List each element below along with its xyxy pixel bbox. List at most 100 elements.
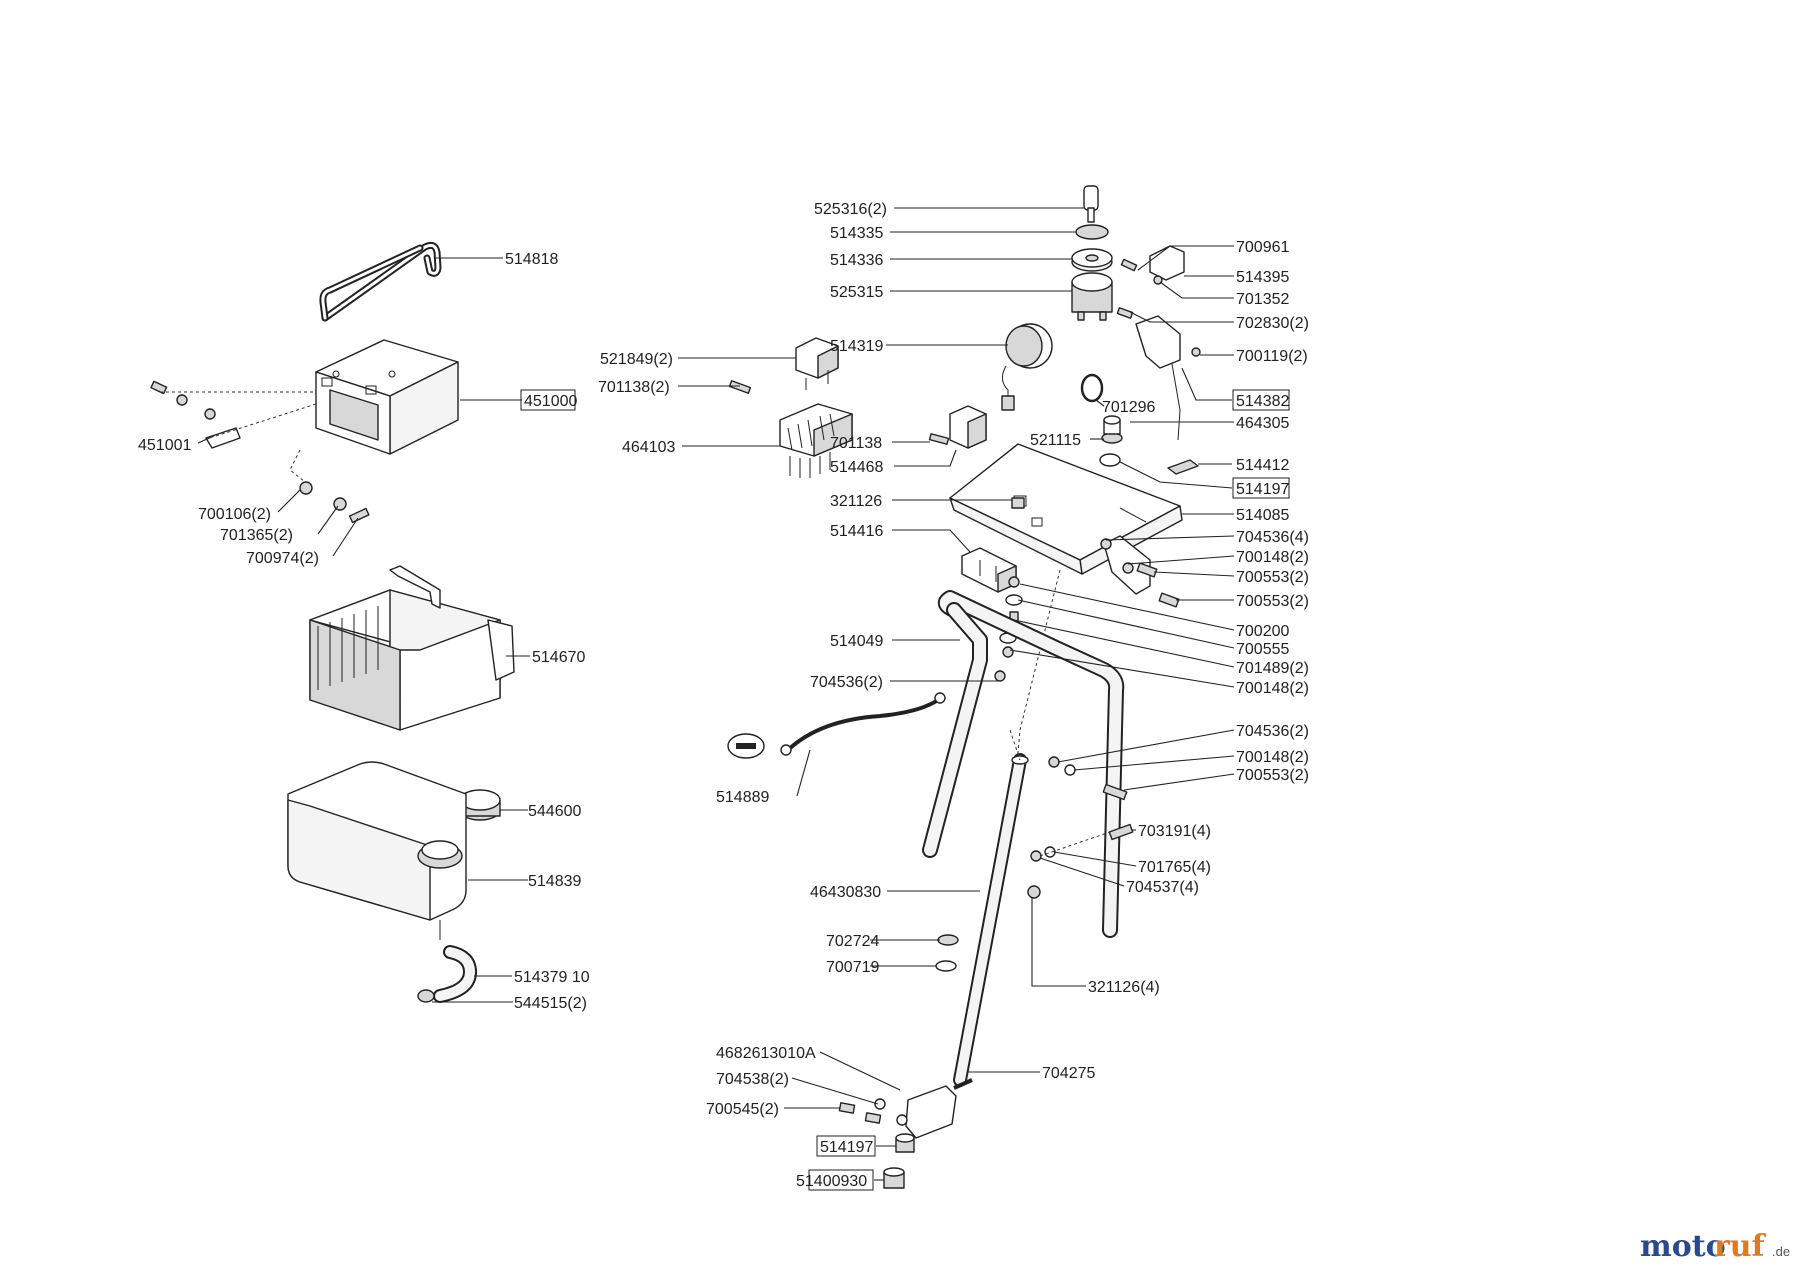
label-701765: 701765(4) [1138, 859, 1211, 876]
ignition-bezel-part [1071, 248, 1113, 272]
label-700961: 700961 [1236, 239, 1289, 256]
spacer-part [1101, 415, 1123, 444]
ignition-key-part [1083, 185, 1099, 223]
part-labels: 514818 451000 451001 700106(2) 701365(2)… [138, 201, 1309, 1191]
label-525316: 525316(2) [814, 201, 887, 218]
label-700200: 700200 [1236, 623, 1289, 640]
label-700106: 700106(2) [198, 506, 271, 523]
battery-bottom-fasteners [299, 481, 370, 524]
label-514197a: 514197 [1236, 481, 1289, 498]
motoruf-watermark: moto ruf .de [1640, 1229, 1790, 1264]
battery-tray-part [309, 565, 515, 731]
panel-mount-part [961, 547, 1017, 593]
label-700119: 700119(2) [1236, 348, 1308, 365]
label-701352: 701352 [1236, 291, 1289, 308]
ignition-nut-part [1075, 224, 1109, 240]
label-514319: 514319 [830, 338, 883, 355]
label-700553a: 700553(2) [1236, 569, 1309, 586]
throttle-bracket-part [1116, 307, 1201, 441]
label-704536b: 704536(2) [810, 674, 883, 691]
switch-bracket-small [1120, 245, 1185, 285]
label-46430830: 46430830 [810, 884, 881, 901]
clip-part [1167, 459, 1199, 475]
watermark-suffix: .de [1772, 1244, 1790, 1259]
label-514382: 514382 [1236, 393, 1289, 410]
fuel-tank-part [287, 761, 467, 940]
label-514889: 514889 [716, 789, 769, 806]
label-544600: 544600 [528, 803, 581, 820]
shaft-washer-part [937, 934, 959, 946]
label-525315: 525315 [830, 284, 883, 301]
lower-bracket-part [838, 1085, 957, 1139]
label-701365: 701365(2) [220, 527, 293, 544]
label-514416: 514416 [830, 523, 883, 540]
label-4682613010: 4682613010A [716, 1045, 816, 1062]
label-321126a: 321126 [830, 493, 882, 510]
label-464103: 464103 [622, 439, 675, 456]
battery-terminal-bolts [150, 380, 317, 483]
fuse-box-part [779, 403, 853, 478]
label-451001: 451001 [138, 437, 191, 454]
shaft-pin-part [953, 1078, 973, 1090]
dashboard-panel-part [949, 443, 1183, 575]
label-704536c: 704536(2) [1236, 723, 1309, 740]
label-704536a: 704536(4) [1236, 529, 1309, 546]
label-514818: 514818 [505, 251, 558, 268]
label-704538: 704538(2) [716, 1071, 789, 1088]
ignition-switch-part [1071, 272, 1113, 321]
side-bracket-part [1100, 535, 1180, 608]
label-704275: 704275 [1042, 1065, 1095, 1082]
shaft-ring-part [935, 960, 957, 972]
label-544515: 544515(2) [514, 995, 587, 1012]
panel-clip-part [1011, 497, 1025, 509]
label-514336: 514336 [830, 252, 883, 269]
label-514395: 514395 [1236, 269, 1289, 286]
label-701138a: 701138(2) [598, 379, 670, 396]
label-700545: 700545(2) [706, 1101, 779, 1118]
label-514839: 514839 [528, 873, 581, 890]
label-703191: 703191(4) [1138, 823, 1211, 840]
buzzer-part [1001, 323, 1053, 411]
frame-fasteners [1027, 756, 1134, 899]
label-514670: 514670 [532, 649, 585, 666]
battery-strap-part [319, 241, 442, 322]
ground-cable-part [727, 692, 946, 759]
label-700553b: 700553(2) [1236, 593, 1309, 610]
label-701296: 701296 [1102, 399, 1155, 416]
label-700148a: 700148(2) [1236, 549, 1309, 566]
label-702724: 702724 [826, 933, 879, 950]
label-514085: 514085 [1236, 507, 1289, 524]
bottom-bushing-parts [883, 1133, 915, 1189]
label-701489: 701489(2) [1236, 660, 1309, 677]
label-521115: 521115 [1030, 432, 1081, 449]
label-514379: 514379 10 [514, 969, 590, 986]
leader-lines [197, 207, 1235, 1181]
label-464305: 464305 [1236, 415, 1289, 432]
label-321126b: 321126(4) [1088, 979, 1160, 996]
fuel-hose-part [417, 945, 478, 1003]
label-514197b: 514197 [820, 1139, 873, 1156]
grommet-part [1099, 453, 1121, 467]
label-702830: 702830(2) [1236, 315, 1309, 332]
label-701138b: 701138 [830, 435, 882, 452]
label-451000: 451000 [524, 393, 577, 410]
label-700974: 700974(2) [246, 550, 319, 567]
label-521849: 521849(2) [600, 351, 673, 368]
battery-part [315, 339, 459, 455]
watermark-brand-a: moto [1640, 1229, 1726, 1264]
label-514335: 514335 [830, 225, 883, 242]
steering-shaft-part [953, 729, 1029, 1087]
label-514468: 514468 [830, 459, 883, 476]
label-700719: 700719 [826, 959, 879, 976]
label-700148b: 700148(2) [1236, 680, 1309, 697]
relay-screw-part [728, 380, 752, 394]
panel-fasteners [999, 576, 1023, 658]
watermark-brand-b: ruf [1714, 1229, 1767, 1264]
label-700555: 700555 [1236, 641, 1289, 658]
relay-module-part [928, 405, 987, 449]
label-704537: 704537(4) [1126, 879, 1199, 896]
relay-part [795, 337, 839, 390]
label-700148c: 700148(2) [1236, 749, 1309, 766]
label-51400930: 51400930 [796, 1173, 867, 1190]
